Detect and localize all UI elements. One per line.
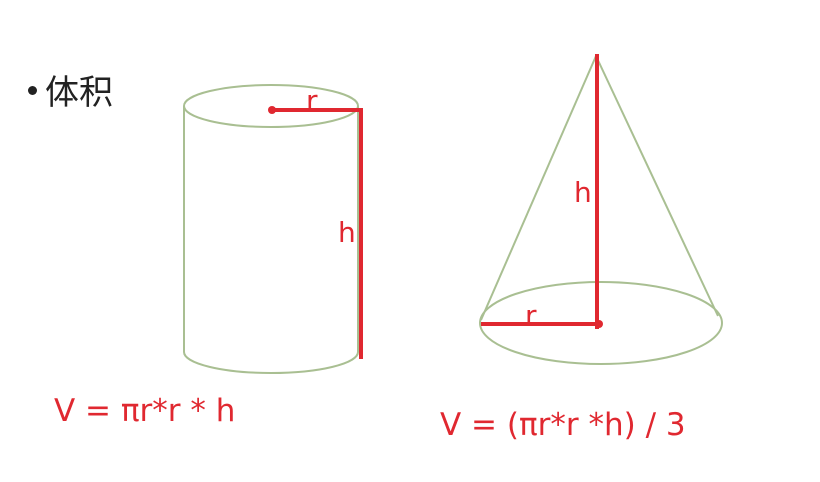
cone-volume-formula: V = (πr*r *h) / 3 bbox=[440, 407, 686, 443]
cone-radius-label: r bbox=[525, 299, 537, 332]
section-heading-text: 体积 bbox=[45, 73, 113, 113]
cylinder-bottom-arc bbox=[183, 351, 359, 374]
cylinder-height-label: h bbox=[338, 216, 356, 249]
cylinder-radius-label: r bbox=[306, 84, 318, 117]
cylinder-top-ellipse bbox=[183, 84, 359, 128]
bullet-icon bbox=[28, 86, 37, 95]
cone-base-ellipse bbox=[479, 281, 723, 365]
cylinder-figure: r h bbox=[183, 84, 363, 374]
cone-height-label: h bbox=[574, 176, 592, 209]
cone-left-side bbox=[480, 55, 597, 321]
cone-figure: r h bbox=[479, 54, 723, 365]
section-heading: 体积 bbox=[28, 76, 113, 110]
cone-right-side bbox=[595, 55, 719, 317]
cylinder-volume-formula: V = πr*r * h bbox=[54, 393, 236, 429]
cone-center-point bbox=[595, 320, 603, 328]
